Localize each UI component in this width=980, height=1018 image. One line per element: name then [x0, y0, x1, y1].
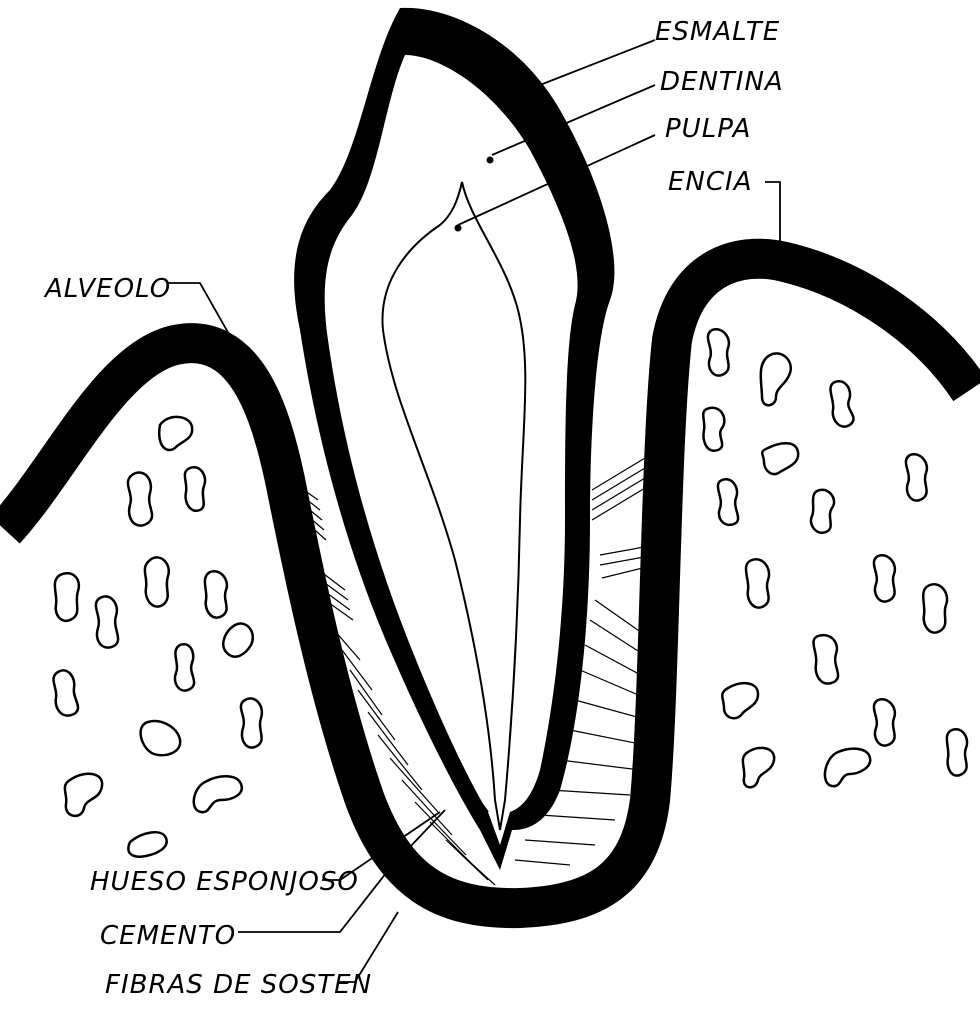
hueso-esponjoso-left — [53, 417, 261, 857]
label-dentina: DENTINA — [660, 67, 784, 97]
dot-pulpa — [455, 225, 462, 232]
hueso-esponjoso-right — [703, 329, 967, 787]
label-pulpa: PULPA — [665, 114, 751, 144]
dot-dentina — [487, 157, 494, 164]
label-encia: ENCIA — [668, 167, 753, 197]
label-hueso-esponjoso: HUESO ESPONJOSO — [90, 867, 359, 897]
label-esmalte: ESMALTE — [655, 17, 780, 47]
label-cemento: CEMENTO — [100, 921, 236, 951]
leader-esmalte — [540, 40, 655, 85]
label-alveolo: ALVEOLO — [43, 274, 171, 304]
label-fibras-de-sosten: FIBRAS DE SOSTEN — [105, 970, 372, 1000]
